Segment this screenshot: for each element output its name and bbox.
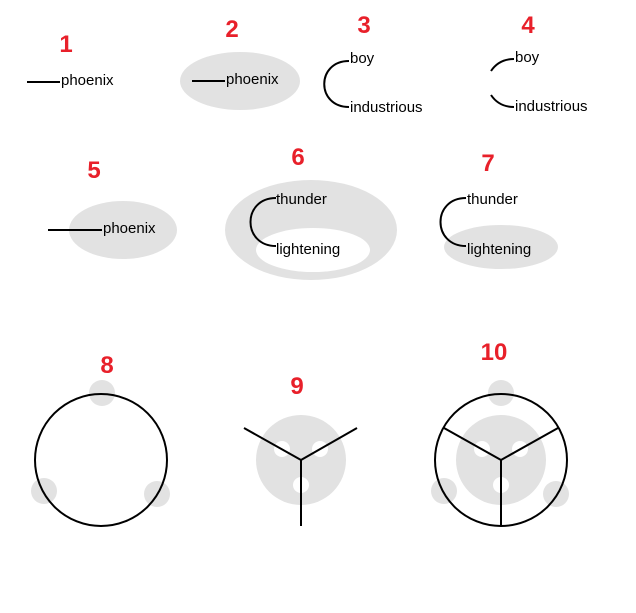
panel-4-arc-bottom — [490, 94, 515, 108]
panel-4-number: 4 — [521, 12, 535, 39]
panel-7-word-top: thunder — [467, 191, 518, 208]
panel-7-arc — [439, 197, 467, 247]
panel-6-arc — [249, 197, 277, 247]
panel-4-word-top: boy — [515, 49, 540, 66]
panel-7-number: 7 — [481, 150, 494, 177]
panel-6-word-top: thunder — [276, 191, 327, 208]
panel-2-shaded-ellipse — [180, 52, 300, 110]
panel-9-number: 9 — [290, 373, 303, 400]
panel-5-shaded-ellipse — [69, 201, 177, 259]
panel-6-number: 6 — [291, 144, 304, 171]
panel-7-word-bottom: lightening — [467, 241, 531, 258]
panel-10-dot-left — [431, 478, 457, 504]
panel-3: 3 boy industrious — [323, 12, 423, 116]
panel-6-ring-hole — [256, 228, 370, 272]
panel-3-arc — [323, 60, 350, 108]
panel-8-number: 8 — [100, 352, 113, 379]
panel-5: 5 phoenix — [48, 157, 177, 259]
panel-10-dot-right — [543, 481, 569, 507]
panel-10-spoke-right — [500, 427, 559, 461]
panel-8: 8 — [31, 352, 170, 527]
panel-10: 10 — [431, 339, 569, 527]
panel-4-word-bottom: industrious — [515, 98, 588, 115]
panel-7-shaded-ellipse — [444, 225, 558, 269]
panel-7: 7 thunder lightening — [439, 150, 558, 269]
panel-8-dot-left — [31, 478, 57, 504]
panel-8-dot-top — [89, 380, 115, 406]
panel-1-word: phoenix — [61, 72, 114, 89]
panel-10-number: 10 — [481, 339, 508, 366]
panel-10-spoke-left — [443, 427, 502, 461]
panel-3-word-top: boy — [350, 50, 375, 67]
panel-2: 2 phoenix — [180, 16, 300, 110]
panel-8-circle — [34, 393, 168, 527]
panel-9: 9 — [243, 373, 358, 526]
panel-4-arc-top — [490, 58, 515, 72]
panel-9-spoke-right — [300, 427, 358, 461]
panel-2-number: 2 — [225, 16, 238, 43]
panel-2-word: phoenix — [226, 71, 279, 88]
panel-9-spoke-left — [243, 427, 302, 461]
panel-5-word: phoenix — [103, 220, 156, 237]
panel-5-number: 5 — [87, 157, 100, 184]
panel-1-number: 1 — [59, 31, 72, 58]
panel-3-word-bottom: industrious — [350, 99, 423, 116]
panel-6: 6 thunder lightening — [225, 144, 397, 280]
panel-1: 1 phoenix — [27, 31, 114, 89]
panel-6-word-bottom: lightening — [276, 241, 340, 258]
panel-3-number: 3 — [357, 12, 370, 39]
panel-4: 4 boy industrious — [490, 12, 588, 115]
